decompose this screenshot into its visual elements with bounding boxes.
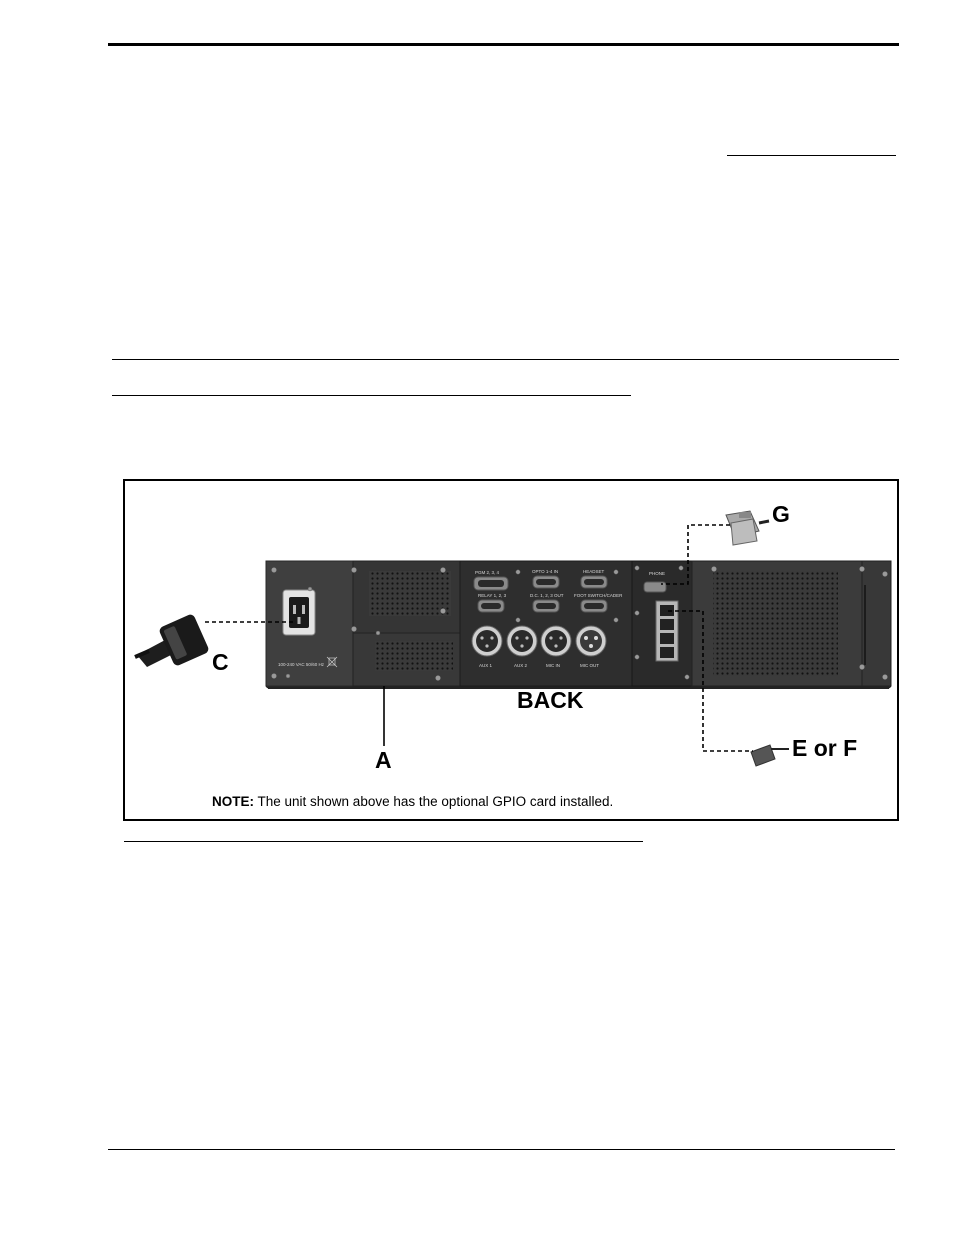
callout-line-e-or-f: [668, 610, 753, 752]
power-cord-plug: [134, 614, 209, 667]
db-connector-pgm: [473, 576, 509, 591]
power-inlet: [289, 597, 309, 628]
port-label-headset: HEADSET: [583, 569, 605, 574]
xlr-mic-in-connector: [540, 625, 572, 657]
xlr-aux1-connector: [471, 625, 503, 657]
callout-e-or-f: E or F: [792, 735, 858, 761]
port-label-opto: OPTO 1-4 IN: [532, 569, 558, 574]
figure-back-panel: 100-240 VAC 50/60 Hz: [123, 479, 899, 821]
callout-line-g: [661, 524, 730, 585]
section-rule: [112, 359, 899, 360]
view-label-back: BACK: [517, 687, 584, 713]
port-label-aux1: AUX 1: [479, 663, 493, 668]
db-connector-relay: [477, 599, 505, 613]
rj45-cable-plug: [750, 744, 789, 767]
vent-grille-right: [713, 571, 838, 676]
header-rule: [108, 43, 899, 46]
back-panel-illustration: 100-240 VAC 50/60 Hz: [134, 510, 892, 767]
port-label-foot-switch: FOOT SWITCH/CADER: [574, 593, 623, 598]
weee-icon: [326, 656, 338, 668]
port-label-mic-in: MIC IN: [546, 663, 560, 668]
callout-a: A: [375, 747, 392, 773]
caption-rule-upper: [112, 395, 631, 396]
callout-g: G: [772, 501, 790, 527]
port-label-mic-out: MIC OUT: [580, 663, 599, 668]
db-connector-headset: [580, 575, 608, 589]
db-connector-dc-out: [532, 599, 560, 613]
screws: [271, 565, 888, 681]
port-label-phone: PHONE: [649, 571, 665, 576]
note-text: The unit shown above has the optional GP…: [254, 794, 614, 809]
vent-grille-lower: [375, 641, 453, 671]
note-prefix: NOTE:: [212, 794, 254, 809]
footer-rule: [108, 1149, 895, 1150]
xlr-mic-out-connector: [575, 625, 607, 657]
xlr-aux2-connector: [506, 625, 538, 657]
figure-note: NOTE: The unit shown above has the optio…: [212, 794, 613, 809]
port-label-relay: RELAY 1, 2, 3: [478, 593, 507, 598]
port-label-dc-out: D.C. 1, 2, 3 OUT: [530, 593, 564, 598]
db-connector-phone: [643, 581, 667, 593]
port-label-aux2: AUX 2: [514, 663, 528, 668]
power-rating-label: 100-240 VAC 50/60 Hz: [278, 662, 325, 667]
field-underline: [727, 155, 896, 156]
port-label-pgm: PGM 2, 3, 4: [475, 570, 500, 575]
caption-rule-lower: [124, 841, 643, 842]
callout-c: C: [212, 649, 229, 675]
db9-adapter-plug: [725, 510, 770, 546]
db-connector-foot-switch: [580, 599, 608, 613]
db-connector-opto: [532, 575, 560, 589]
vent-grille-upper: [369, 571, 451, 616]
